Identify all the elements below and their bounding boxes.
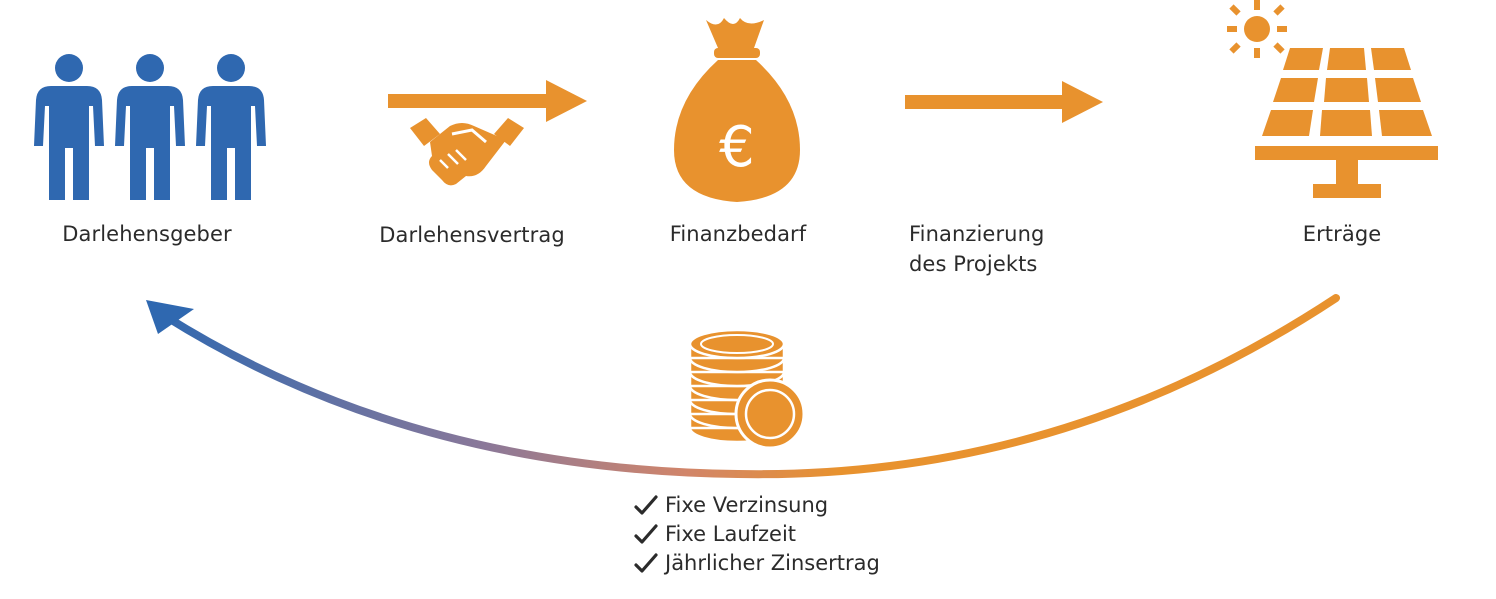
coin-stack-icon xyxy=(688,328,806,450)
benefit-label: Fixe Laufzeit xyxy=(665,522,797,546)
checkmark-icon xyxy=(634,552,658,573)
financing-label-line1: Finanzierung xyxy=(909,222,1045,246)
benefit-item: Jährlicher Zinsertrag xyxy=(634,549,880,578)
people-icon xyxy=(34,54,266,200)
financing-label: Finanzierung des Projekts xyxy=(909,219,1044,279)
lender-label: Darlehensgeber xyxy=(62,222,232,246)
yield-label: Erträge xyxy=(1302,222,1382,246)
benefit-label: Jährlicher Zinsertrag xyxy=(665,551,880,575)
financing-arrow-icon xyxy=(905,81,1103,123)
contract-arrow-icon xyxy=(388,80,587,122)
contract-label: Darlehensvertrag xyxy=(379,223,565,247)
handshake-icon xyxy=(410,118,524,186)
return-flow-arc xyxy=(161,294,1340,479)
benefit-item: Fixe Laufzeit xyxy=(634,520,880,549)
benefit-item: Fixe Verzinsung xyxy=(634,491,880,520)
benefits-list: Fixe Verzinsung Fixe Laufzeit Jährlicher… xyxy=(634,491,880,578)
checkmark-icon xyxy=(634,494,658,515)
benefit-label: Fixe Verzinsung xyxy=(665,493,829,517)
need-label: Finanzbedarf xyxy=(669,222,807,246)
solar-panel-icon xyxy=(1227,0,1438,198)
sun-icon xyxy=(1227,0,1287,58)
checkmark-icon xyxy=(634,523,658,544)
financing-label-line2: des Projekts xyxy=(909,252,1038,276)
svg-text:€: € xyxy=(719,115,755,180)
return-arrowhead-icon xyxy=(146,300,194,334)
money-bag-euro-icon: € xyxy=(674,18,800,202)
